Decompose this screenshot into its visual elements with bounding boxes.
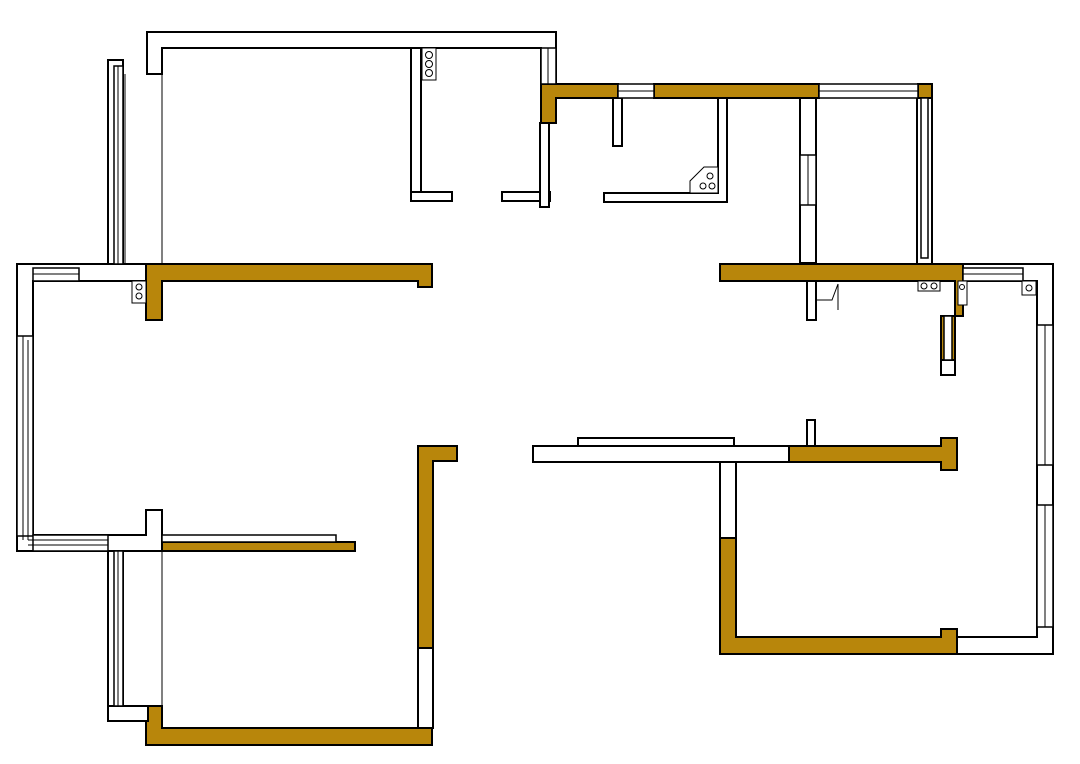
partition-walls — [16, 31, 1054, 729]
drain-icon — [957, 280, 968, 306]
window-right-column — [943, 315, 953, 361]
wall-kitchen-right — [539, 122, 550, 208]
lbw-top-right-wall — [653, 83, 820, 99]
drain-icon — [1021, 280, 1037, 296]
window-balcony-door — [161, 534, 337, 543]
wall-right-column — [940, 359, 956, 376]
lbw-bottom-left-wall — [145, 705, 433, 746]
wall-center-right-stub — [806, 419, 816, 447]
window-bay-left — [16, 335, 34, 537]
window-far-right-upper — [920, 97, 929, 259]
fixtures — [131, 47, 1037, 310]
wall-center-right-top-ledge — [577, 437, 735, 447]
load-bearing-walls — [145, 83, 964, 746]
wall-kitchen-left — [410, 47, 422, 201]
wall-top-left-outer — [146, 31, 557, 85]
wall-center-door-frame — [417, 647, 434, 729]
lbw-balcony-divider — [161, 541, 356, 552]
lbw-kitchen-corner — [540, 83, 619, 124]
lbw-center-right-wall — [788, 437, 958, 471]
door-swing — [816, 283, 839, 310]
wall-bottom-left-sill — [107, 705, 149, 722]
window-bay-bottom — [32, 534, 109, 552]
lbw-center-left-wall — [417, 445, 458, 649]
wall-stub-1 — [612, 97, 623, 147]
corner-basin-icon — [689, 166, 719, 194]
stove-icon — [421, 47, 437, 81]
lbw-top-right-stub — [917, 83, 933, 99]
drain-icon — [917, 280, 941, 292]
windows — [16, 47, 1054, 707]
drain-icon — [131, 280, 147, 304]
wall-door-stub-right — [806, 280, 817, 321]
wall-bottom-right-partition — [719, 461, 737, 539]
lbw-upper-left-wall — [145, 263, 433, 321]
lbw-bottom-right-wall — [719, 537, 958, 655]
wall-kitchen-bottom-left — [410, 191, 453, 202]
wall-center-right-long — [532, 445, 790, 463]
wall-left-bay — [16, 263, 163, 552]
